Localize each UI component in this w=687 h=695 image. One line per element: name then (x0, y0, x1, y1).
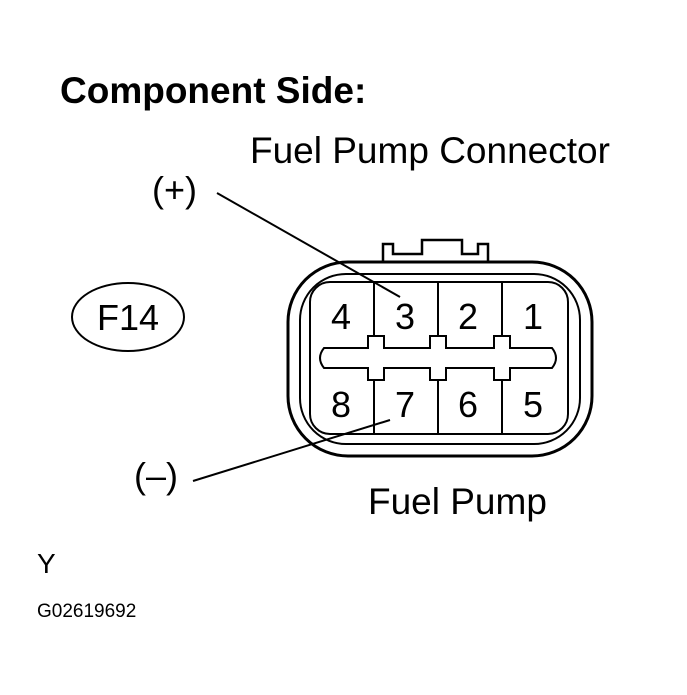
connector-code-oval: F14 (71, 282, 185, 352)
page-title: Component Side: (60, 70, 367, 111)
pin-number: 8 (331, 384, 351, 425)
pin-number: 5 (523, 384, 543, 425)
connector-latch (381, 238, 490, 262)
pin-number: 2 (458, 296, 478, 337)
positive-leader-line (216, 192, 401, 298)
positive-terminal-label: (+) (152, 169, 197, 210)
negative-terminal-label: (–) (134, 455, 178, 496)
connector-code: F14 (96, 297, 160, 338)
pin-number: 7 (395, 384, 415, 425)
pin-number: 4 (331, 296, 351, 337)
connector-housing-inner (299, 273, 581, 445)
pin-number: 1 (523, 296, 543, 337)
figure-id: G02619692 (37, 601, 137, 622)
pin-number: 6 (458, 384, 478, 425)
pin-number: 3 (395, 296, 415, 337)
component-name-label: Fuel Pump (368, 481, 547, 522)
keying-channel (319, 335, 557, 381)
negative-leader-line (192, 419, 391, 482)
marker-label: Y (37, 548, 56, 579)
connector-title: Fuel Pump Connector (250, 130, 610, 171)
